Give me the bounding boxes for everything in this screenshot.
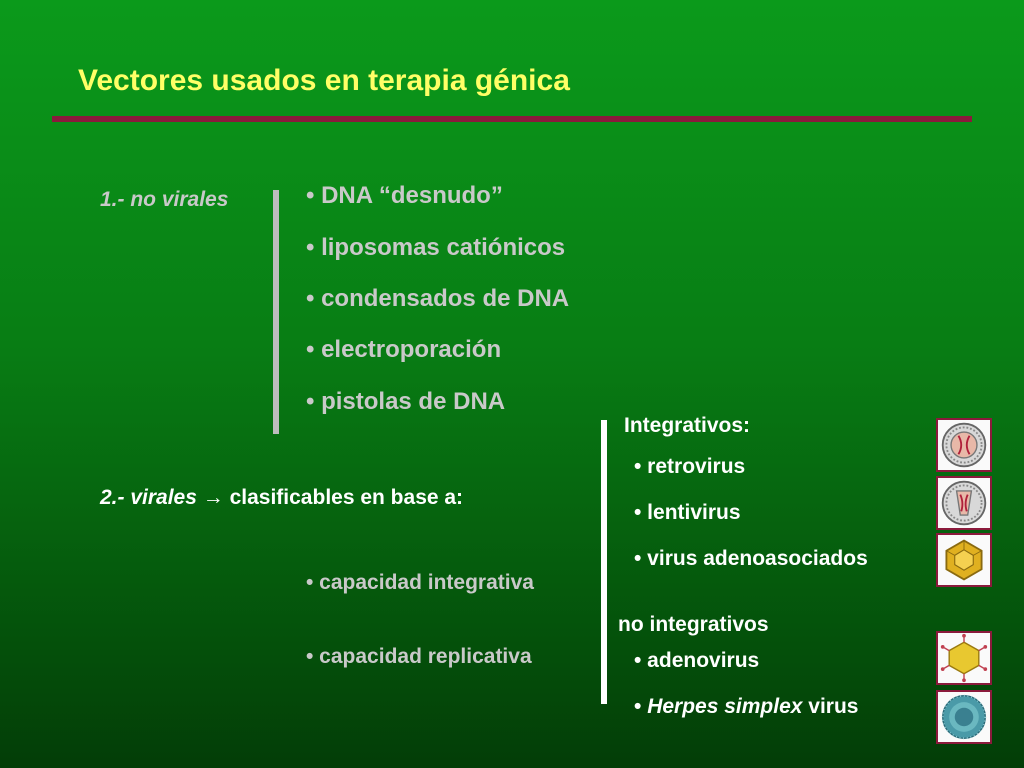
virales-label-rest: clasificables en base a: — [229, 486, 464, 509]
virales-label-italic: 2.- virales — [100, 486, 197, 509]
list-item-dna-desnudo: • DNA “desnudo” — [306, 182, 503, 209]
list-item-condensados: • condensados de DNA — [306, 285, 570, 312]
title-underline — [52, 116, 972, 122]
criterion-integrativa: • capacidad integrativa — [306, 571, 534, 594]
list-item-herpes: • Herpes simplex virus — [634, 695, 858, 719]
adenovirus-icon — [936, 631, 992, 685]
retrovirus-icon — [936, 418, 992, 472]
bracket-no-virales — [273, 190, 279, 434]
list-item-retrovirus: • retrovirus — [634, 455, 746, 478]
list-item-lentivirus: • lentivirus — [634, 501, 741, 524]
list-item-adenovirus: • adenovirus — [634, 649, 760, 672]
list-item-aav: • virus adenoasociados — [634, 547, 868, 570]
aav-icon — [936, 533, 992, 587]
list-item-electroporacion: • electroporación — [306, 336, 502, 363]
integrativos-heading: Integrativos: — [624, 414, 751, 437]
list-item-liposomas: • liposomas catiónicos — [306, 234, 566, 261]
section-virales-label: 2.- virales → clasificables en base a: — [100, 486, 463, 510]
herpes-bullet: • — [634, 695, 648, 718]
bracket-virales — [601, 420, 607, 704]
arrow-icon: → — [202, 486, 224, 509]
herpes-italic: Herpes simplex — [647, 695, 803, 718]
herpes-virus-icon — [936, 690, 992, 744]
criterion-replicativa: • capacidad replicativa — [306, 645, 532, 668]
list-item-pistolas: • pistolas de DNA — [306, 388, 506, 415]
slide-title: Vectores usados en terapia génica — [78, 64, 570, 97]
lentivirus-icon — [936, 476, 992, 530]
no-integrativos-heading: no integrativos — [618, 613, 769, 636]
section-no-virales-label: 1.- no virales — [100, 188, 229, 211]
herpes-rest: virus — [802, 695, 859, 718]
